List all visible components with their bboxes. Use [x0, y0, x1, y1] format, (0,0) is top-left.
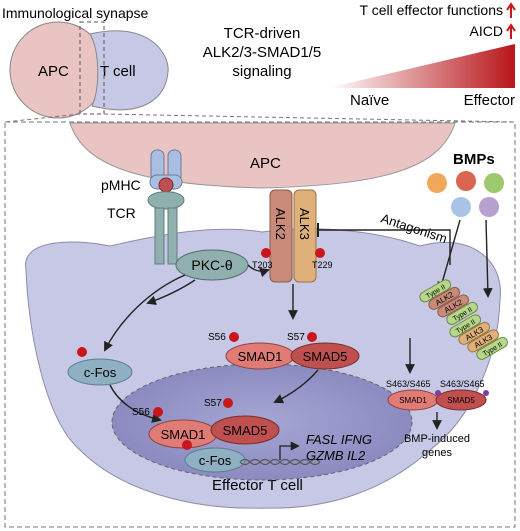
effector-label: Effector	[464, 92, 515, 109]
naive-label: Naïve	[350, 92, 389, 109]
cyto-cfos	[67, 358, 133, 386]
nucleus-cfos-label: c-Fos	[199, 453, 232, 468]
tcr-head	[147, 191, 185, 210]
bmp-smad5-label: SMAD5	[447, 396, 475, 405]
pkc-down-arrow	[146, 279, 196, 306]
top-apc-label: APC	[38, 63, 69, 80]
synapse-title: Immunological synapse	[2, 5, 149, 21]
top-tcell-label: T cell	[100, 63, 136, 80]
bmp-smad1-phospho-label: S463/S465	[386, 379, 431, 389]
bmp-smad5-phospho-icon	[483, 390, 489, 396]
cyto-smad1-label: SMAD1	[238, 349, 283, 364]
s57-phospho-icon	[307, 332, 317, 342]
nucleus-s56-label: S56	[132, 407, 150, 418]
main-apc-cell	[69, 122, 456, 189]
alk3-label: ALK3	[297, 208, 312, 240]
bmp-smad5	[435, 389, 487, 411]
nucleus-s57-phospho-icon	[223, 398, 233, 408]
alk2-receptor	[269, 189, 293, 283]
bmp-blue	[451, 197, 471, 217]
t203-phospho-icon	[261, 248, 271, 258]
bmp-green	[484, 173, 504, 193]
nucleus-s57-label: S57	[204, 398, 222, 409]
bmp-arrow-2	[482, 219, 493, 298]
nucleus-smad1-label: SMAD1	[161, 427, 206, 442]
effector-up-arrow-icon	[506, 2, 516, 18]
transcription-arrow	[279, 441, 300, 460]
bmp-receptor-complex-1: Type II ALK2 ALK2 Type II	[419, 279, 479, 325]
bmps-label: BMPs	[453, 151, 495, 168]
pmhc-label: pMHC	[101, 177, 141, 193]
naive-effector-gradient	[328, 44, 515, 88]
nucleus-smad5-label: SMAD5	[223, 423, 268, 438]
cyto-smad5-label: SMAD5	[303, 349, 348, 364]
tcr-right-chain	[167, 207, 178, 265]
nucleus-smad5	[210, 415, 280, 445]
s56-phospho-icon	[229, 332, 239, 342]
t229-label: T229	[312, 260, 333, 270]
cfos-phospho-icon	[77, 347, 87, 357]
cyto-smad5	[290, 342, 360, 370]
bmp-smad1-label: SMAD1	[399, 396, 427, 405]
nucleus-cfos-phospho-icon	[182, 440, 192, 450]
nucleus-s56-phospho-icon	[153, 407, 163, 417]
main-panel-frame	[4, 121, 516, 528]
zoom-line-right	[103, 113, 516, 123]
bmp-red	[456, 171, 476, 191]
s56-label: S56	[208, 332, 226, 343]
pkc-theta-label: PKC-θ	[191, 257, 232, 273]
bmp-genes-line1: BMP-induced	[404, 433, 470, 445]
aicd-up-arrow-icon	[506, 23, 516, 39]
cyto-cfos-label: c-Fos	[84, 365, 117, 380]
s57-label: S57	[287, 332, 305, 343]
effector-functions-label: T cell effector functions	[360, 2, 503, 18]
peptide	[158, 177, 174, 193]
bmp-genes-line2: genes	[422, 447, 452, 459]
tcr-label: TCR	[107, 205, 136, 221]
cfos-to-nucleus-arrow	[109, 384, 162, 423]
t229-phospho-icon	[315, 248, 325, 258]
synapse-zoom-box	[79, 21, 105, 115]
alk3-receptor	[293, 189, 317, 283]
effector-tcell-label: Effector T cell	[212, 477, 303, 494]
target-genes-line1: FASL IFNG	[306, 432, 372, 447]
t203-label: T203	[252, 260, 273, 270]
tcr-left-chain	[154, 207, 165, 265]
pkc-to-alk-arrow	[247, 264, 270, 278]
aicd-label: AICD	[470, 23, 503, 39]
alk2-label: ALK2	[273, 208, 288, 240]
zoom-line-left	[4, 113, 81, 123]
bmp-orange	[427, 173, 447, 193]
signaling-title-1: TCR-driven	[224, 25, 301, 42]
bmp-arrow-1	[437, 219, 461, 292]
pkc-to-cfos-arrow	[104, 274, 186, 352]
smad-to-nucleus-arrow	[273, 369, 319, 404]
top-tcell	[89, 30, 169, 111]
bmp-smad1-phospho-icon	[435, 390, 441, 396]
bmp-smad5-phospho-label: S463/S465	[440, 379, 485, 389]
dna-strand-2	[239, 458, 321, 466]
signaling-title-3: signaling	[232, 63, 291, 80]
bmp-purple	[479, 197, 499, 217]
target-genes-line2: GZMB IL2	[306, 448, 366, 463]
main-apc-label: APC	[250, 155, 281, 172]
signaling-title-2: ALK2/3-SMAD1/5	[203, 44, 321, 61]
